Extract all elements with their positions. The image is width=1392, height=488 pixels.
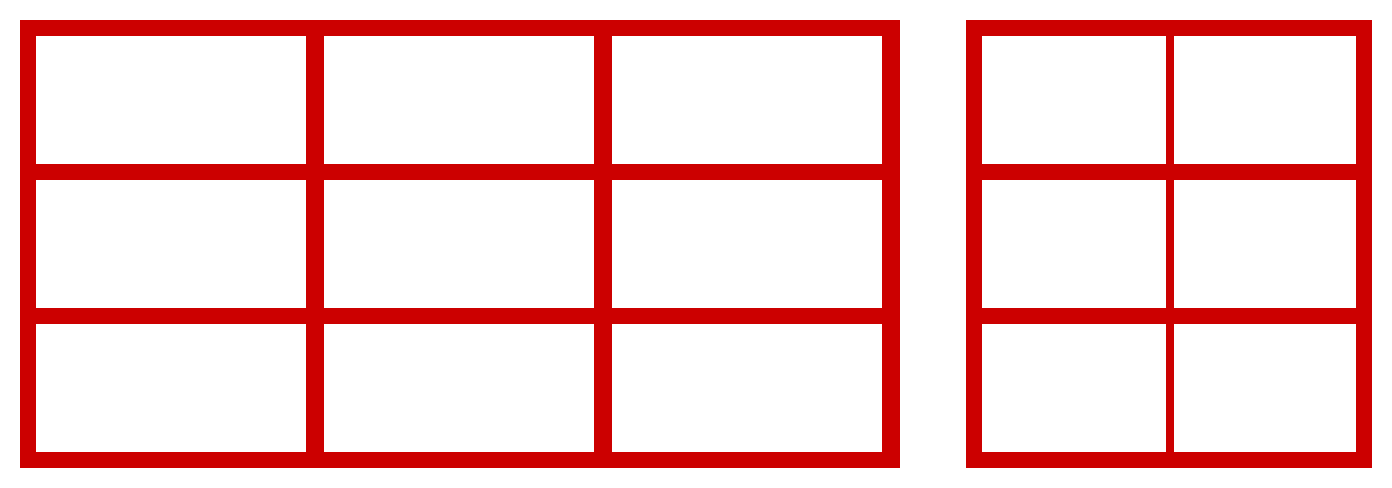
- grid-right: [966, 20, 1372, 468]
- grid-left-cell-r3c1: [36, 324, 306, 452]
- grid-left-cell-r1c3: [612, 36, 882, 164]
- grid-left-cell-r1c1: [36, 36, 306, 164]
- grid-right-cell-r1c2: [1174, 36, 1356, 164]
- grid-right-cell-r2c1: [982, 180, 1166, 308]
- grid-right-cell-r3c2: [1174, 324, 1356, 452]
- grid-left-cell-r3c2: [324, 324, 594, 452]
- grid-right-cell-r3c1: [982, 324, 1166, 452]
- grid-left-cell-r2c2: [324, 180, 594, 308]
- grid-left-cell-r1c2: [324, 36, 594, 164]
- grid-left-cell-r3c3: [612, 324, 882, 452]
- grid-right-cell-r1c1: [982, 36, 1166, 164]
- grid-right-cell-r2c2: [1174, 180, 1356, 308]
- grid-left-cell-r2c3: [612, 180, 882, 308]
- grid-left-cell-r2c1: [36, 180, 306, 308]
- grid-left: [20, 20, 900, 468]
